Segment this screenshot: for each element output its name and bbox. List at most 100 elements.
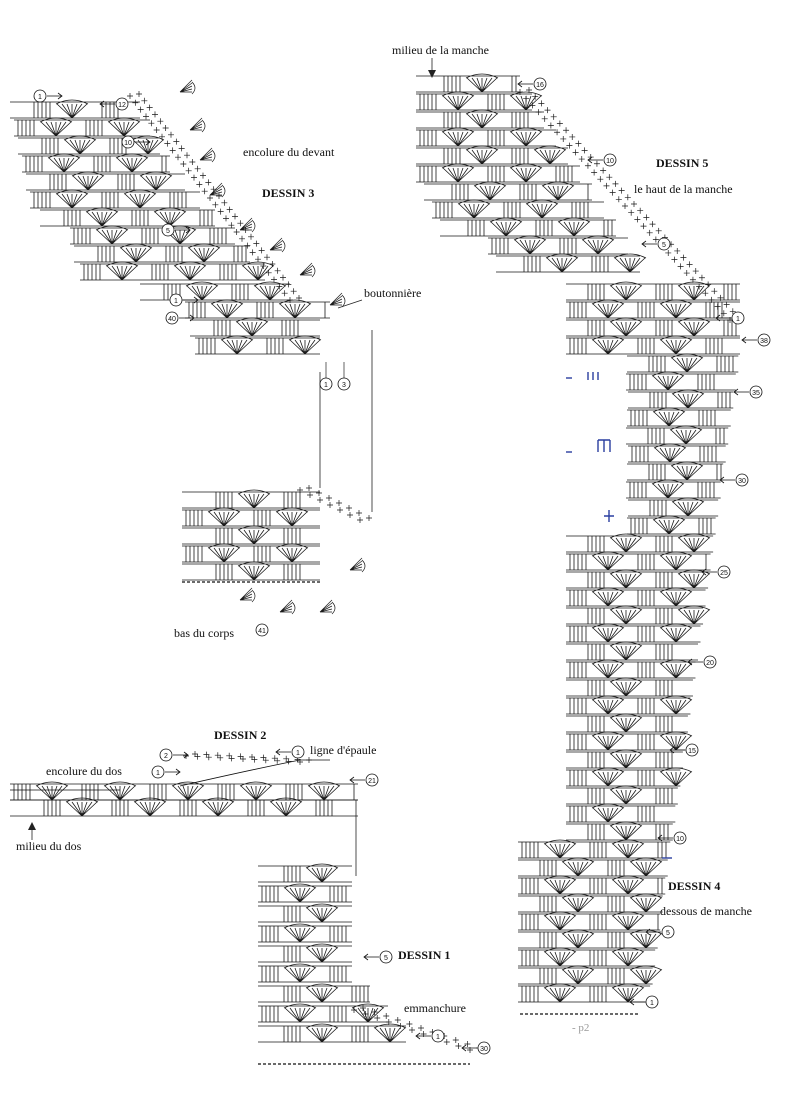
row-marker: 15 xyxy=(669,743,699,757)
row-marker: 30 xyxy=(719,473,749,487)
stitch-row xyxy=(432,199,604,219)
label-milieu-du-dos: milieu du dos xyxy=(16,839,82,853)
row-marker-arrow xyxy=(179,314,195,322)
row-marker: 38 xyxy=(741,333,771,347)
stitch-row xyxy=(10,797,358,817)
stitch-row xyxy=(626,479,721,499)
row-marker-circle xyxy=(477,1041,491,1055)
row-marker-arrow xyxy=(715,314,731,322)
row-marker-number: 10 xyxy=(676,836,684,843)
row-marker-circle xyxy=(685,743,699,757)
milieu-manche-arrowhead xyxy=(428,70,436,78)
stitch-row xyxy=(182,525,320,545)
row-marker-circle xyxy=(379,950,393,964)
row-marker-circle xyxy=(165,311,179,325)
stitch-row xyxy=(518,875,666,895)
row-marker: 1 xyxy=(319,377,333,391)
stitch-row xyxy=(416,163,580,183)
row-marker: 10 xyxy=(587,153,617,167)
row-marker-number: 1 xyxy=(174,298,178,305)
stitch-row xyxy=(518,857,668,877)
row-marker-number: 5 xyxy=(662,242,666,249)
label-le-haut-de-la-manche: le haut de la manche xyxy=(634,182,733,196)
stitch-row xyxy=(566,623,701,643)
stitch-row xyxy=(258,923,352,943)
row-marker-circle xyxy=(703,655,717,669)
stitch-row xyxy=(190,317,320,337)
row-marker-circle xyxy=(151,765,165,779)
row-marker: 41 xyxy=(255,623,269,637)
stitch-row xyxy=(628,389,734,409)
row-marker: 1 xyxy=(275,745,305,759)
row-marker-number: 1 xyxy=(156,770,160,777)
stitch-row xyxy=(18,135,165,155)
stitch-row xyxy=(258,983,370,1003)
row-marker: 5 xyxy=(363,950,393,964)
row-marker-number: 21 xyxy=(368,778,376,785)
title-dessin-3: DESSIN 3 xyxy=(262,186,315,200)
stitch-row xyxy=(140,281,290,301)
label-ligne-d-epaule: ligne d'épaule xyxy=(310,743,377,757)
stitch-row xyxy=(258,1003,388,1023)
row-marker-number: 5 xyxy=(666,930,670,937)
row-marker-circle xyxy=(603,153,617,167)
stitch-row xyxy=(416,145,568,165)
stitch-row xyxy=(258,943,352,963)
blue-pen-mark-5 xyxy=(604,510,614,522)
stitch-row xyxy=(566,281,740,301)
row-marker: 5 xyxy=(161,223,191,237)
stitch-row xyxy=(566,587,706,607)
row-marker-circle xyxy=(673,831,687,845)
stitch-diagonal xyxy=(517,87,742,323)
row-marker: 10 xyxy=(657,831,687,845)
row-marker-arrow xyxy=(363,953,379,961)
row-marker-circle xyxy=(291,745,305,759)
row-marker: 16 xyxy=(517,77,547,91)
row-marker-arrow xyxy=(173,751,189,759)
stitch-row xyxy=(14,117,150,137)
title-dessin-4: DESSIN 4 xyxy=(668,879,721,893)
row-marker: 35 xyxy=(733,385,763,399)
row-marker: 21 xyxy=(349,773,379,787)
stitch-row xyxy=(22,153,170,173)
stitch-row xyxy=(496,253,647,273)
stitch-row xyxy=(518,983,651,1003)
stitch-row xyxy=(488,235,628,255)
row-marker-circle xyxy=(661,925,675,939)
row-marker-number: 10 xyxy=(606,158,614,165)
stitch-row xyxy=(626,425,729,445)
row-marker-arrow xyxy=(165,768,181,776)
title-dessin-1: DESSIN 1 xyxy=(398,948,451,962)
stitch-row xyxy=(416,109,544,129)
row-marker-circle xyxy=(657,237,671,251)
row-marker-circle xyxy=(365,773,379,787)
label-encolure-du-dos: encolure du dos xyxy=(46,764,122,778)
stitch-row xyxy=(10,781,358,801)
stitch-row xyxy=(416,127,556,147)
row-marker-number: 16 xyxy=(536,82,544,89)
boutonniere-pointer xyxy=(337,299,363,309)
stitch-row xyxy=(566,551,711,571)
stitch-row xyxy=(74,243,250,263)
row-marker-number: 30 xyxy=(738,478,746,485)
stitch-row xyxy=(185,299,330,319)
title-dessin-2: DESSIN 2 xyxy=(214,728,267,742)
row-marker-arrow xyxy=(701,568,717,576)
stitch-row xyxy=(566,821,673,841)
stitch-row xyxy=(518,929,663,949)
row-marker-circle xyxy=(431,1029,445,1043)
row-marker-number: 5 xyxy=(384,955,388,962)
row-marker-circle xyxy=(717,565,731,579)
row-marker-number: 12 xyxy=(118,102,126,109)
stitch-row xyxy=(195,335,322,355)
stitch-row xyxy=(26,171,185,191)
row-marker-number: 15 xyxy=(688,748,696,755)
row-marker-arrow xyxy=(135,138,151,146)
blue-pen-mark-4 xyxy=(597,439,611,452)
stitch-row xyxy=(416,91,543,111)
row-marker-arrow xyxy=(415,1032,431,1040)
row-marker-number: 3 xyxy=(342,382,346,389)
row-marker-circle xyxy=(115,97,129,111)
label-dessous-de-manche: dessous de manche xyxy=(660,904,752,918)
